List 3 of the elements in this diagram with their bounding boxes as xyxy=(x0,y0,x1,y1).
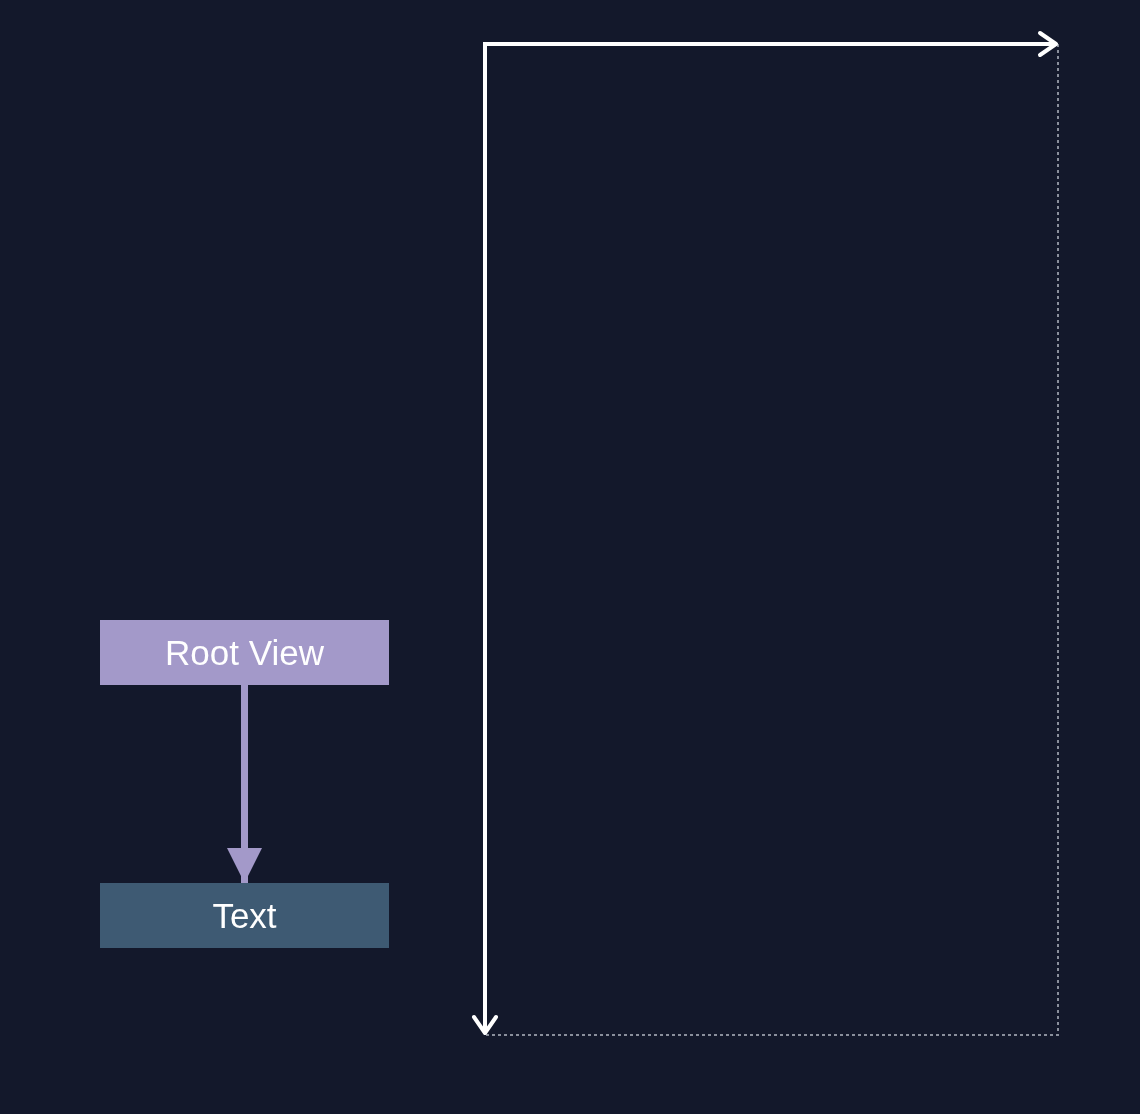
view-box: Root View xyxy=(100,620,389,685)
view-box: Text xyxy=(100,883,389,948)
arrow xyxy=(227,685,262,883)
